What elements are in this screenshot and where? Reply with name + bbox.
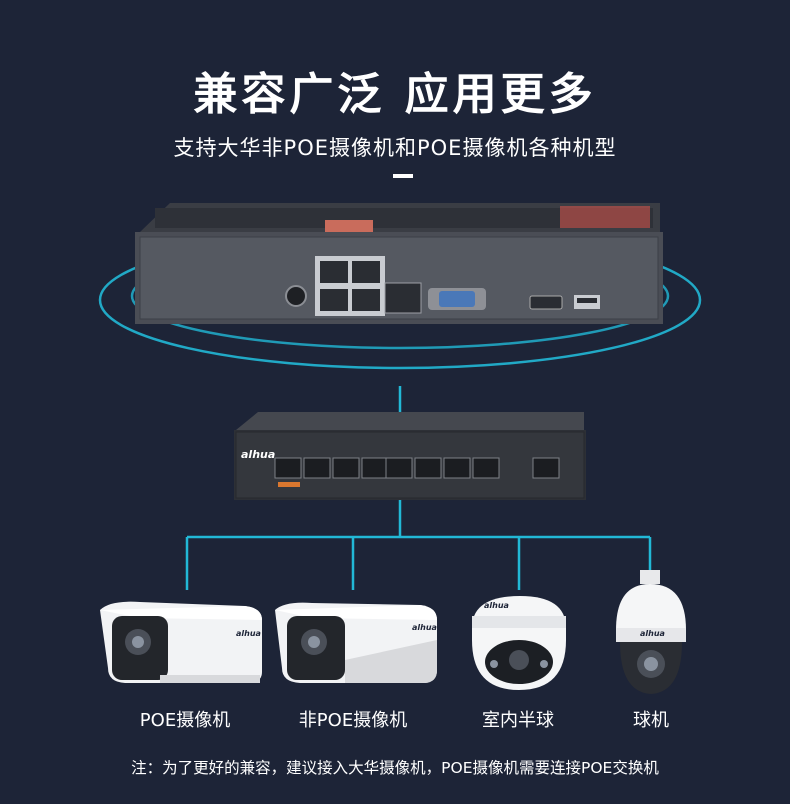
camera-label-speed-dome: 球机 xyxy=(633,710,669,731)
camera-label-dome: 室内半球 xyxy=(482,710,554,731)
camera-brand-logo: alhua xyxy=(412,623,437,632)
camera-label-non-poe: 非POE摄像机 xyxy=(298,710,408,731)
switch-uplink-port xyxy=(532,457,560,479)
nvr-poe-ports xyxy=(315,256,385,316)
camera-brand-logo: alhua xyxy=(640,629,665,638)
camera-brand-logo: alhua xyxy=(236,629,261,638)
hdmi-port xyxy=(529,295,563,310)
vga-port xyxy=(428,288,486,310)
poe-bullet-camera xyxy=(100,601,262,683)
page-subtitle: 支持大华非POE摄像机和POE摄像机各种机型 xyxy=(173,136,617,160)
nvr-recorder xyxy=(135,203,663,324)
camera-label-poe: POE摄像机 xyxy=(139,710,231,731)
title-divider xyxy=(393,174,413,178)
nvr-lan-port xyxy=(384,282,422,314)
switch-brand-logo: alhua xyxy=(241,448,275,461)
camera-connector-tree xyxy=(185,500,652,590)
indoor-dome-camera xyxy=(472,596,566,690)
port-indicator xyxy=(278,482,300,487)
non-poe-bullet-camera xyxy=(275,602,437,683)
speed-dome-camera xyxy=(616,570,686,694)
camera-brand-logo: alhua xyxy=(484,601,509,610)
switch-poe-ports xyxy=(274,457,500,479)
poe-switch xyxy=(234,412,586,500)
power-jack xyxy=(285,285,307,307)
page-title: 兼容广泛 应用更多 xyxy=(193,69,597,120)
footer-note: 注：为了更好的兼容，建议接入大华摄像机，POE摄像机需要连接POE交换机 xyxy=(131,759,659,777)
